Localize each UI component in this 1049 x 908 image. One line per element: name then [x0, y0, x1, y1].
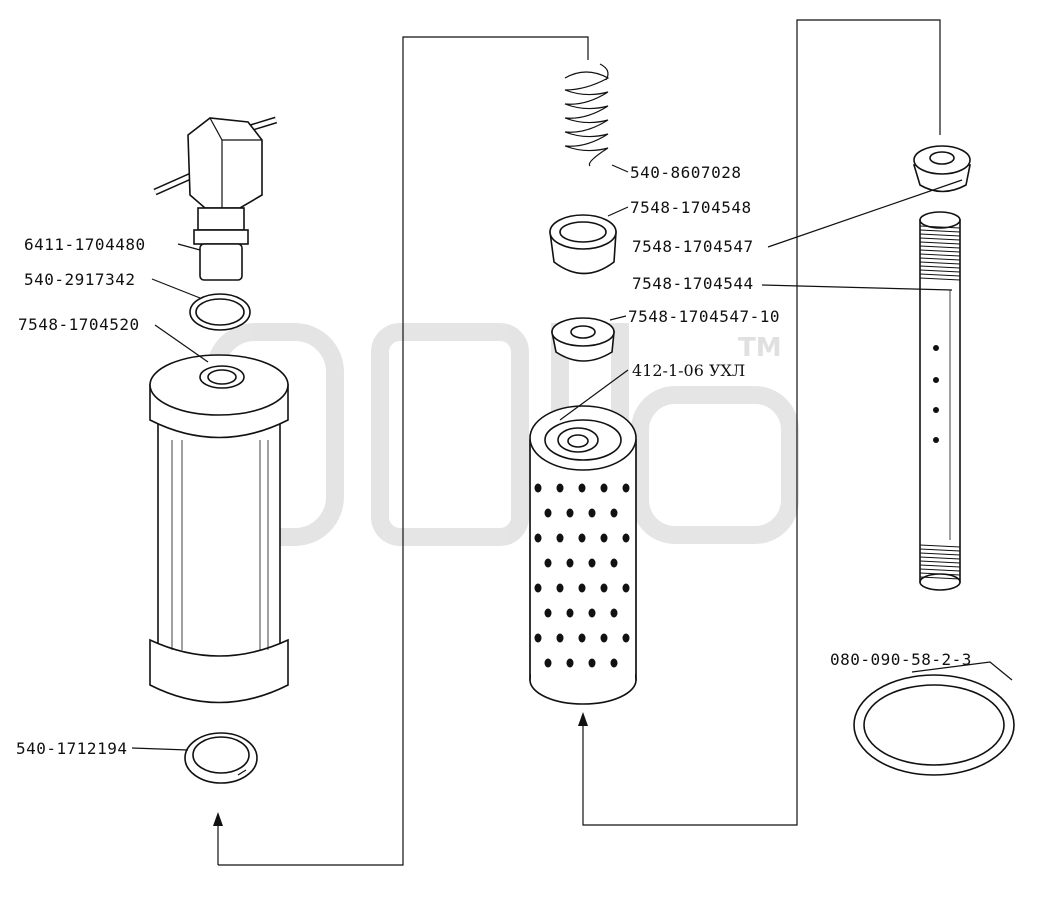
perforation-hole [622, 533, 630, 543]
perforation-hole [534, 583, 542, 593]
label-7548-1704548: 7548-1704548 [630, 198, 752, 217]
thread-line [919, 564, 961, 568]
perforation-hole [578, 633, 586, 643]
perforation-hole [544, 558, 552, 568]
thread-line [919, 237, 961, 241]
rod-threads [919, 225, 961, 580]
thread-line [919, 229, 961, 233]
label-7548-1704547-10: 7548-1704547-10 [628, 307, 780, 326]
thread-line [919, 245, 961, 249]
thread-line [919, 257, 961, 261]
label-6411-1704480: 6411-1704480 [24, 235, 146, 254]
thread-line [919, 265, 961, 269]
perforation-hole [600, 533, 608, 543]
perforation-hole [566, 508, 574, 518]
part-labels: 6411-1704480 540-2917342 7548-1704520 54… [16, 163, 972, 758]
label-540-2917342: 540-2917342 [24, 270, 135, 289]
thread-line [919, 560, 961, 564]
perforation-hole [588, 608, 596, 618]
perforation-hole [610, 558, 618, 568]
label-540-1712194: 540-1712194 [16, 739, 127, 758]
thread-line [919, 269, 961, 273]
perforation-hole [534, 533, 542, 543]
perforation-hole [588, 508, 596, 518]
perforation-hole [600, 633, 608, 643]
union-fitting-part [153, 116, 278, 281]
perforation-hole [534, 633, 542, 643]
perforation-hole [556, 583, 564, 593]
perforation-hole [544, 658, 552, 668]
leader-lines [131, 164, 963, 751]
perforation-hole [544, 508, 552, 518]
thread-line [919, 556, 961, 560]
label-540-8607028: 540-8607028 [630, 163, 741, 182]
filter-housing-part [149, 354, 289, 704]
perforation-hole [566, 558, 574, 568]
perforation-hole [556, 483, 564, 493]
perforation-hole [566, 608, 574, 618]
thread-line [919, 544, 961, 548]
seal-small-part [551, 317, 615, 362]
thread-line [919, 233, 961, 237]
thread-line [919, 261, 961, 265]
perforation-hole [556, 533, 564, 543]
perforation-hole [600, 483, 608, 493]
perforation-hole [578, 583, 586, 593]
perforation-hole [544, 608, 552, 618]
filter-perforations [534, 483, 630, 668]
label-080-090-58-2-3: 080-090-58-2-3 [830, 650, 972, 669]
thread-line [919, 277, 961, 281]
perforation-hole [588, 658, 596, 668]
perforation-hole [578, 483, 586, 493]
spring-part [564, 63, 610, 167]
perforation-hole [578, 533, 586, 543]
perforation-hole [622, 583, 630, 593]
thread-line [919, 576, 961, 580]
perforation-hole [610, 658, 618, 668]
perforation-hole [534, 483, 542, 493]
thread-line [919, 572, 961, 576]
conical-washer-part [912, 145, 971, 193]
filter-element-part [529, 405, 637, 705]
spring-cup-part [549, 214, 617, 275]
o-ring-large-part [853, 661, 1015, 776]
snap-ring-part [184, 732, 258, 784]
label-7548-1704520: 7548-1704520 [18, 315, 140, 334]
trademark-text: TM [738, 333, 782, 363]
label-7548-1704547: 7548-1704547 [632, 237, 754, 256]
thread-line [919, 249, 961, 253]
perforation-hole [610, 508, 618, 518]
perforation-hole [622, 633, 630, 643]
perforation-hole [622, 483, 630, 493]
thread-line [919, 552, 961, 556]
perforation-hole [600, 583, 608, 593]
thread-line [919, 273, 961, 277]
perforation-hole [588, 558, 596, 568]
thread-line [919, 568, 961, 572]
center-rod-part [919, 211, 961, 591]
perforation-hole [566, 658, 574, 668]
label-7548-1704544: 7548-1704544 [632, 274, 754, 293]
thread-line [919, 241, 961, 245]
perforation-hole [556, 633, 564, 643]
o-ring-small-part [189, 293, 251, 331]
thread-line [919, 253, 961, 257]
label-412-1-06: 412-1-06 УХЛ [632, 361, 745, 380]
thread-line [919, 225, 961, 229]
assembly-paths [213, 19, 941, 866]
thread-line [919, 548, 961, 552]
perforation-hole [610, 608, 618, 618]
